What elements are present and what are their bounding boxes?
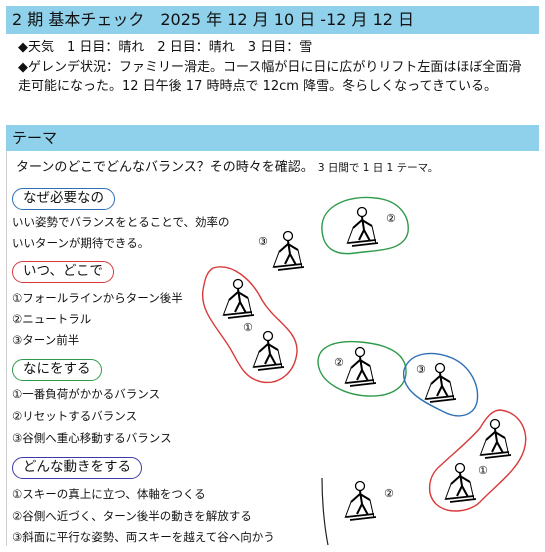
skier-figure bbox=[222, 278, 255, 319]
slope-conditions: ◆ゲレンデ状況：ファミリー滑走。コース幅が日に日に広がりリフト左面はほぼ全面滑走… bbox=[18, 60, 522, 94]
list-item: ③斜面に平行な姿勢、両スキーを越えて谷へ向かう bbox=[12, 530, 275, 544]
skier-figure bbox=[344, 346, 377, 387]
skier-figure bbox=[444, 462, 477, 503]
list-item: ③ターン前半 bbox=[12, 333, 80, 347]
green-loop-outline bbox=[321, 196, 409, 255]
left-rule bbox=[6, 151, 7, 546]
figure-number: ③ bbox=[258, 235, 268, 248]
theme-main: ターンのどこでどんなバランス？その時々を確認。 bbox=[16, 160, 314, 175]
title-bar: 2 期 基本チェック 2025 年 12 月 10 日 -12 月 12 日 bbox=[6, 6, 539, 34]
theme-text: ターンのどこでどんなバランス？その時々を確認。 3 日間で 1 日 1 テーマ。 bbox=[16, 156, 438, 175]
theme-heading: テーマ bbox=[6, 125, 539, 151]
skier-figure bbox=[252, 330, 285, 371]
figure-number: ① bbox=[243, 321, 253, 334]
theme-note: 3 日間で 1 日 1 テーマ。 bbox=[317, 162, 439, 174]
list-item: ②谷側へ近づく、ターン後半の動きを解放する bbox=[12, 509, 252, 523]
list-item: ①一番負荷がかかるバランス bbox=[12, 387, 161, 401]
figure-number: ② bbox=[384, 487, 394, 500]
list-item: ②ニュートラル bbox=[12, 312, 92, 326]
list-item: いい姿勢でバランスをとることで、効率の bbox=[12, 215, 230, 229]
figure-number: ② bbox=[386, 212, 396, 225]
list-item: ①スキーの真上に立つ、体軸をつくる bbox=[12, 487, 206, 501]
skier-figure bbox=[346, 206, 379, 247]
list-item: ①フォールラインからターン後半 bbox=[12, 291, 183, 305]
section-what-pill: なにをする bbox=[12, 359, 102, 381]
figure-number: ③ bbox=[416, 363, 426, 376]
red-loop-outline bbox=[201, 266, 298, 384]
skier-figure bbox=[424, 362, 457, 403]
blue-loop-outline bbox=[403, 352, 479, 417]
list-item: ②リセットするバランス bbox=[12, 409, 138, 423]
dark-loop-outline bbox=[321, 477, 329, 546]
skier-figure bbox=[272, 230, 305, 271]
skier-figure bbox=[344, 480, 377, 521]
figure-number: ② bbox=[334, 356, 344, 369]
section-why-pill: なぜ必要なの bbox=[12, 188, 115, 210]
figure-number: ① bbox=[478, 464, 488, 477]
list-item: ③谷側へ重心移動するバランス bbox=[12, 431, 172, 445]
skier-figure bbox=[479, 418, 512, 459]
section-how-pill: どんな動きをする bbox=[12, 457, 142, 479]
green-loop-outline bbox=[317, 340, 407, 397]
red-loop-outline bbox=[429, 409, 527, 512]
weather-line: ◆天気 1 日目：晴れ 2 日目：晴れ 3 日目：雪 bbox=[18, 40, 313, 55]
list-item: いいターンが期待できる。 bbox=[12, 236, 150, 250]
section-when-pill: いつ、どこで bbox=[12, 261, 115, 283]
